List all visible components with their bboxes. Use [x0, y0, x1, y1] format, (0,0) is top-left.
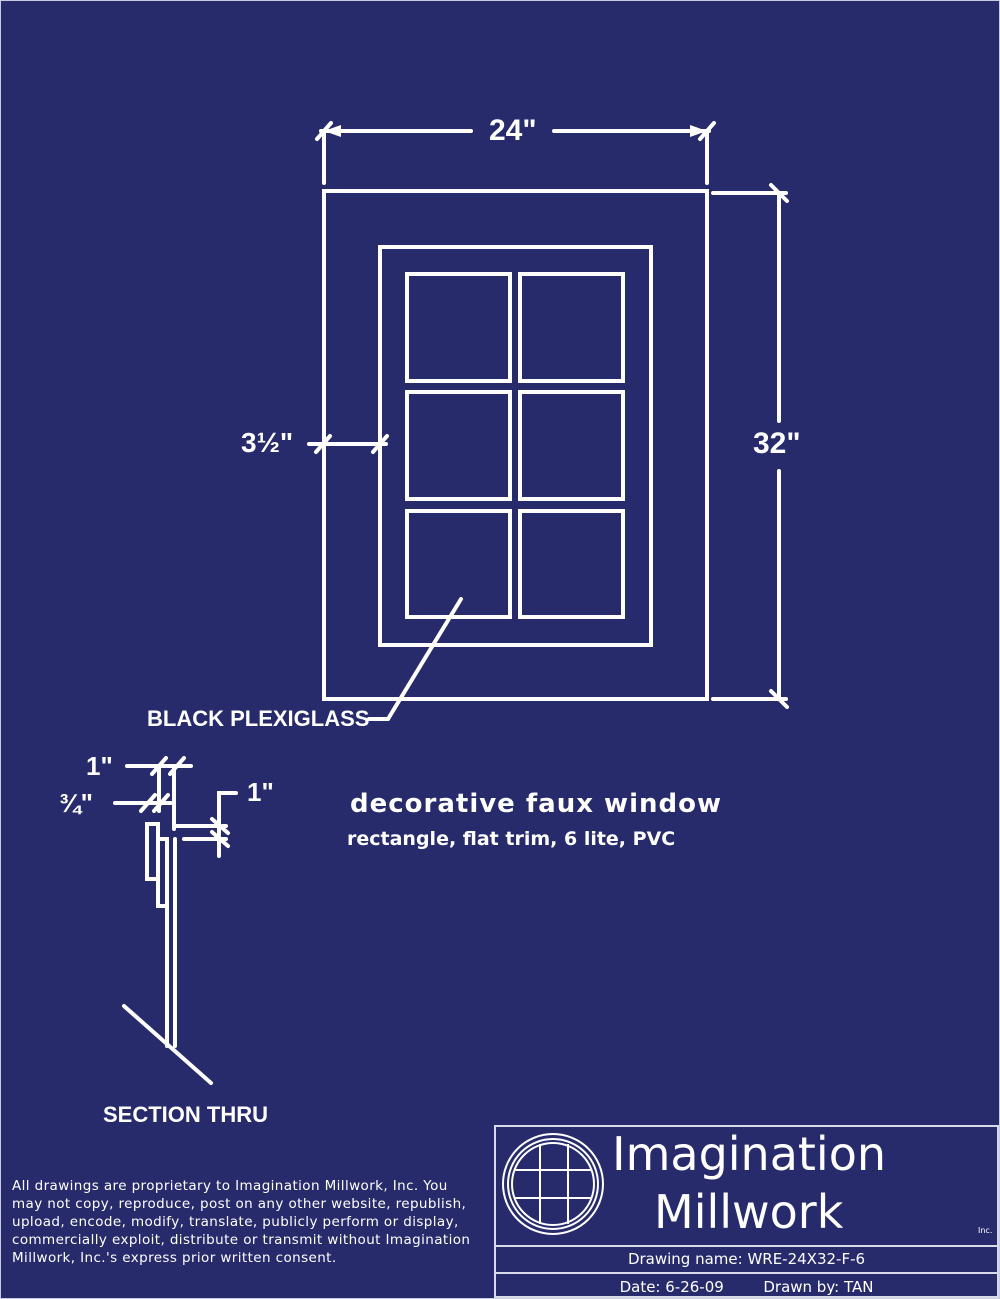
pane — [518, 509, 625, 619]
pane — [405, 509, 512, 619]
callout-leader — [367, 597, 463, 721]
section-thru-label: SECTION THRU — [103, 1102, 268, 1127]
pane — [518, 390, 625, 501]
drawing-date: Date: 6-26-09 — [619, 1278, 724, 1296]
section-dim-mid: ¾" — [59, 788, 94, 818]
drawing-title: decorative faux window — [350, 789, 722, 819]
brand-line1: Imagination — [612, 1127, 887, 1181]
drawn-by: Drawn by: TAN — [763, 1278, 874, 1296]
brand-suffix: Inc. — [978, 1226, 993, 1235]
pane — [405, 390, 512, 501]
drawing-subtitle: rectangle, flat trim, 6 lite, PVC — [347, 828, 676, 850]
section-dim-right: 1" — [247, 777, 274, 807]
width-dimension — [315, 121, 716, 185]
section-dim-top: 1" — [86, 751, 113, 781]
copyright-notice: All drawings are proprietary to Imaginat… — [12, 1178, 471, 1266]
drawing-name-row: Drawing name: WRE-24X32-F-6 — [496, 1245, 997, 1273]
inner-trim — [378, 245, 653, 647]
logo-round-window-icon — [502, 1133, 604, 1235]
black-plexiglass-label: BLACK PLEXIGLASS — [147, 706, 370, 731]
trim-label: 3½" — [241, 427, 294, 458]
pane — [405, 272, 512, 383]
drawing-name: Drawing name: WRE-24X32-F-6 — [627, 1250, 866, 1268]
height-label: 32" — [753, 427, 801, 460]
date-row: Date: 6-26-09 Drawn by: TAN — [496, 1272, 997, 1298]
window-elevation — [322, 189, 709, 701]
width-label: 24" — [489, 114, 537, 147]
pane — [518, 272, 625, 383]
window-panes — [405, 272, 625, 619]
brand-line2: Millwork — [654, 1185, 844, 1239]
trim-dimension — [307, 434, 389, 454]
section-thru-detail — [113, 756, 238, 1085]
height-dimension — [711, 183, 789, 709]
title-block: Imagination Millwork Inc. Drawing name: … — [494, 1125, 999, 1298]
